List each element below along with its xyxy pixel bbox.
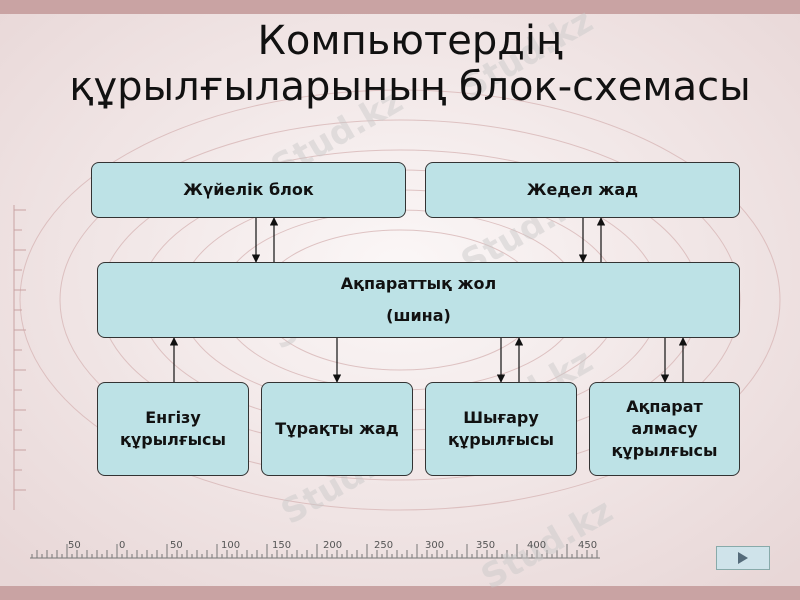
system-block-label: Жүйелік блок [183, 180, 314, 199]
input-device-label-line-1: Енгізу [145, 408, 201, 427]
output-device-label-line-2: құрылғысы [447, 430, 555, 449]
ruler-label: 400 [527, 540, 547, 551]
ruler-label: 0 [119, 540, 126, 551]
ram-label: Жедел жад [526, 180, 639, 199]
input-device-label-line-2: құрылғысы [119, 430, 227, 449]
bus-box: Ақпараттық жол (шина) [97, 262, 740, 338]
ruler-label: 350 [476, 540, 496, 551]
page-title: Компьютердің құрылғыларының блок-схемасы [30, 18, 790, 110]
storage-box: Тұрақты жад [261, 382, 413, 476]
exchange-device-label-line-3: құрылғысы [611, 441, 718, 460]
system-block-box: Жүйелік блок [91, 162, 406, 218]
next-slide-button[interactable] [716, 546, 770, 570]
ruler-labels: 50 0 50 100 150 200 250 300 350 400 450 [0, 540, 800, 556]
output-device-box: Шығару құрылғысы [425, 382, 577, 476]
play-triangle-icon [738, 552, 748, 564]
exchange-device-label-line-1: Ақпарат [626, 397, 703, 416]
input-device-box: Енгізу құрылғысы [97, 382, 249, 476]
title-line-2: құрылғыларының блок-схемасы [69, 64, 751, 110]
exchange-device-box: Ақпарат алмасу құрылғысы [589, 382, 740, 476]
bus-label-line-2: (шина) [386, 306, 451, 325]
ruler-label: 300 [425, 540, 445, 551]
output-device-label-line-1: Шығару [463, 408, 539, 427]
ruler-label: 250 [374, 540, 394, 551]
bus-label-line-1: Ақпараттық жол [340, 274, 497, 293]
title-line-1: Компьютердің [257, 18, 563, 64]
ruler-label: 200 [323, 540, 343, 551]
exchange-device-label-line-2: алмасу [631, 419, 698, 438]
ruler-label: 150 [272, 540, 292, 551]
ruler-label: 50 [170, 540, 183, 551]
ruler-label: 100 [221, 540, 241, 551]
ruler-label: 450 [578, 540, 598, 551]
ruler-label: 50 [68, 540, 81, 551]
ram-box: Жедел жад [425, 162, 740, 218]
storage-label: Тұрақты жад [275, 419, 399, 438]
